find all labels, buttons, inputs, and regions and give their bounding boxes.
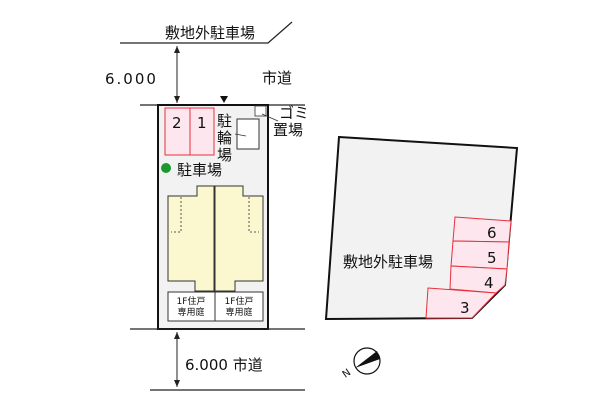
offsite-parking-label: 敷地外駐車場: [343, 253, 433, 271]
arrowhead: [174, 380, 180, 387]
arrowhead: [174, 332, 180, 339]
dashed-line: [171, 197, 182, 233]
bicycle-parking-label: 輪: [217, 129, 232, 147]
parking-space-3: 3: [425, 287, 498, 319]
garden-right: [214, 291, 264, 322]
parking-space-1: 1: [189, 107, 215, 156]
garbage-label: ゴミ: [279, 104, 309, 122]
leader-line: [261, 113, 279, 122]
unit-left: [167, 185, 215, 292]
svg-text:3: 3: [460, 299, 470, 317]
svg-text:5: 5: [487, 249, 497, 267]
svg-text:6: 6: [487, 224, 497, 242]
north-arrow-icon: N: [341, 347, 381, 381]
parking-space-5: 5: [450, 240, 510, 270]
garbage-area: [254, 105, 267, 117]
garden-right-label: 1F住戸: [225, 295, 254, 307]
parking-dot-icon: [161, 163, 171, 173]
arrowhead: [174, 46, 180, 53]
svg-text:N: N: [341, 367, 353, 380]
garden-left-label: 1F住戸: [177, 295, 206, 307]
garden-left: [167, 291, 216, 322]
garbage-label: 置場: [273, 121, 303, 139]
parking-space-6: 6: [452, 216, 512, 243]
unit-right: [214, 185, 264, 292]
parking-space-2: 2: [164, 107, 191, 156]
leader-line: [234, 133, 247, 137]
entrance-marker-icon: [220, 96, 228, 103]
dashed-line: [248, 197, 259, 233]
bicycle-parking-label: 場: [217, 146, 232, 164]
garden-left-label: 専用庭: [177, 306, 204, 318]
bicycle-parking-area: [236, 118, 260, 150]
road-edge-top: [120, 21, 293, 44]
svg-text:1: 1: [197, 114, 207, 132]
offsite-parking-top-label: 敷地外駐車場: [165, 24, 255, 42]
road-width-top: 6.000: [105, 70, 158, 88]
city-road-top: 市道: [262, 69, 292, 87]
road-bottom-label: 6.000 市道: [185, 356, 263, 374]
parking-label: 駐車場: [177, 161, 222, 179]
svg-text:2: 2: [172, 114, 182, 132]
bicycle-parking-label: 駐: [217, 112, 232, 130]
parking-space-4: 4: [449, 265, 508, 294]
garden-right-label: 専用庭: [225, 306, 252, 318]
svg-text:4: 4: [484, 274, 494, 292]
arrowhead: [174, 96, 180, 103]
